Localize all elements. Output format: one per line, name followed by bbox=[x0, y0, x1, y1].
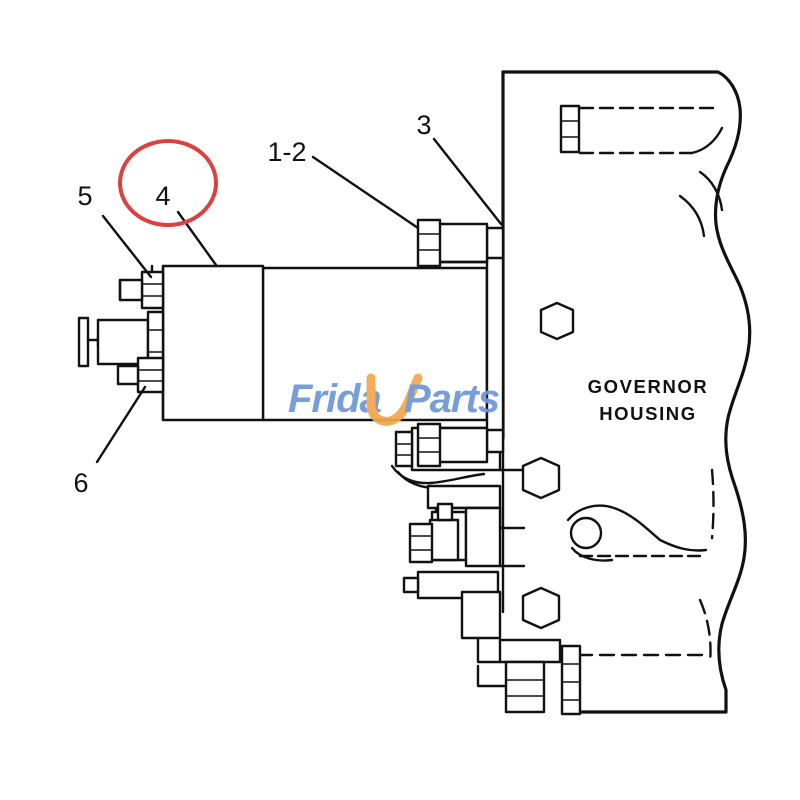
housing-hex-bolt-mid bbox=[539, 301, 575, 341]
housing-boss-eye bbox=[566, 504, 708, 562]
leader-line-5 bbox=[101, 214, 153, 279]
callout-label-3: 3 bbox=[416, 110, 431, 140]
callout-label-1-2: 1-2 bbox=[267, 137, 306, 167]
leader-line-1-2 bbox=[311, 155, 420, 230]
governor-housing bbox=[501, 70, 752, 716]
terminal-stud-upper bbox=[118, 264, 165, 310]
housing-hex-bolt-lower bbox=[521, 586, 561, 630]
leader-line-6 bbox=[95, 385, 147, 464]
callout-label-4: 4 bbox=[155, 181, 170, 211]
watermark-check-icon bbox=[366, 373, 423, 426]
callout-label-6: 6 bbox=[73, 468, 88, 498]
terminal-stud-lower bbox=[77, 310, 165, 394]
solenoid-body bbox=[161, 264, 265, 422]
leader-lines bbox=[95, 137, 503, 464]
housing-top-boss bbox=[559, 104, 724, 155]
solenoid-cylinder bbox=[261, 226, 505, 454]
flange-bolt-lower bbox=[416, 422, 489, 468]
housing-lower-bolt bbox=[560, 644, 582, 716]
watermark-fridayparts: Frida Parts bbox=[288, 373, 500, 426]
leader-line-4 bbox=[176, 210, 218, 267]
highlight-circle-callout-4 bbox=[118, 139, 218, 227]
callout-label-5: 5 bbox=[77, 181, 92, 211]
housing-label-line1: GOVERNOR bbox=[588, 376, 709, 397]
leader-line-3 bbox=[432, 137, 503, 226]
housing-label-line2: HOUSING bbox=[599, 403, 697, 424]
flange-bolt-upper bbox=[416, 218, 489, 268]
watermark-text-part2: Parts bbox=[404, 377, 499, 421]
housing-hex-bolt-upper bbox=[521, 456, 561, 500]
